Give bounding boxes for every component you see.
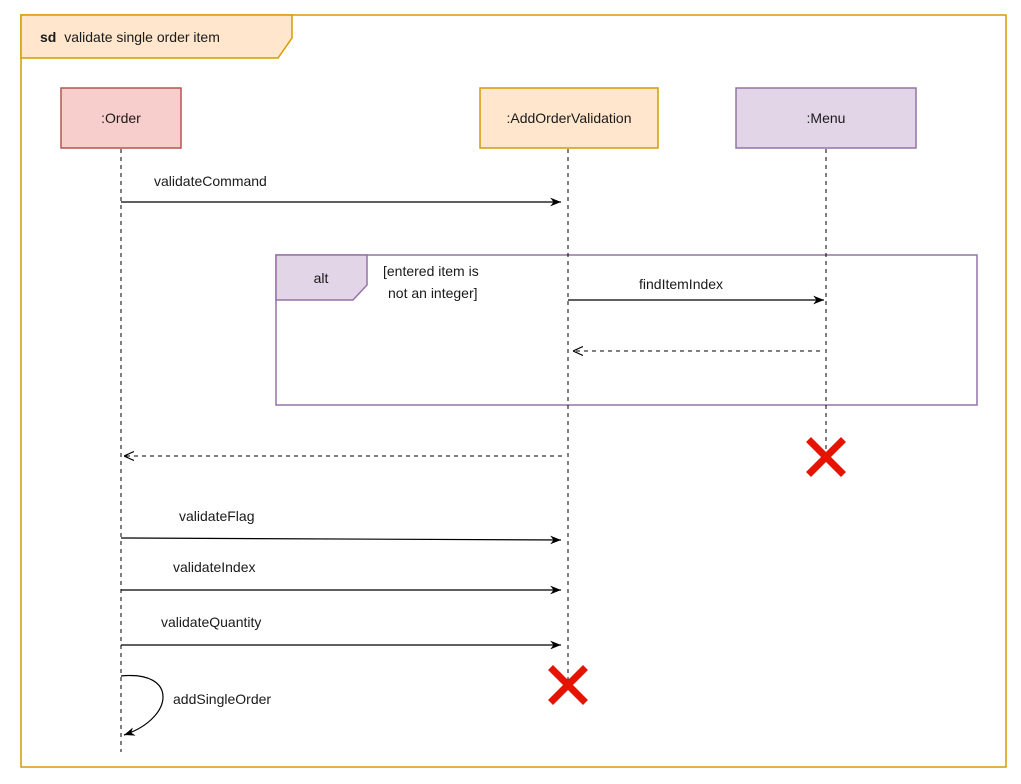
frame-keyword: sd <box>40 29 56 45</box>
lifeline-label-validation: :AddOrderValidation <box>506 110 631 126</box>
message-validate-flag-label: validateFlag <box>179 508 255 524</box>
alt-operator-label: alt <box>314 270 329 286</box>
frame-title: sd validate single order item <box>40 29 220 45</box>
message-validate-command-label: validateCommand <box>154 173 267 189</box>
message-find-item-index-label: findItemIndex <box>639 276 723 292</box>
alt-guard-line1: [entered item is <box>383 263 479 279</box>
message-validate-index-label: validateIndex <box>173 559 256 575</box>
alt-fragment <box>275 254 978 406</box>
alt-guard-line2: not an integer] <box>388 285 478 301</box>
self-call-add-single-order-label: addSingleOrder <box>173 691 271 707</box>
destroy-x-icon <box>806 437 846 477</box>
self-call-add-single-order-arrow <box>120 674 164 736</box>
frame-title-tab <box>20 14 293 59</box>
lifeline-head-order <box>60 87 182 149</box>
destroy-x-icon <box>548 665 588 705</box>
lifeline-label-order: :Order <box>101 110 141 126</box>
frame-title-text: validate single order item <box>64 29 220 45</box>
lifeline-head-validation <box>479 87 659 149</box>
lifeline-label-menu: :Menu <box>807 110 846 126</box>
lifeline-head-menu <box>735 87 917 149</box>
message-validate-flag-arrow <box>120 535 562 545</box>
alt-operator-tab <box>275 254 368 301</box>
message-validate-quantity-label: validateQuantity <box>161 614 261 630</box>
